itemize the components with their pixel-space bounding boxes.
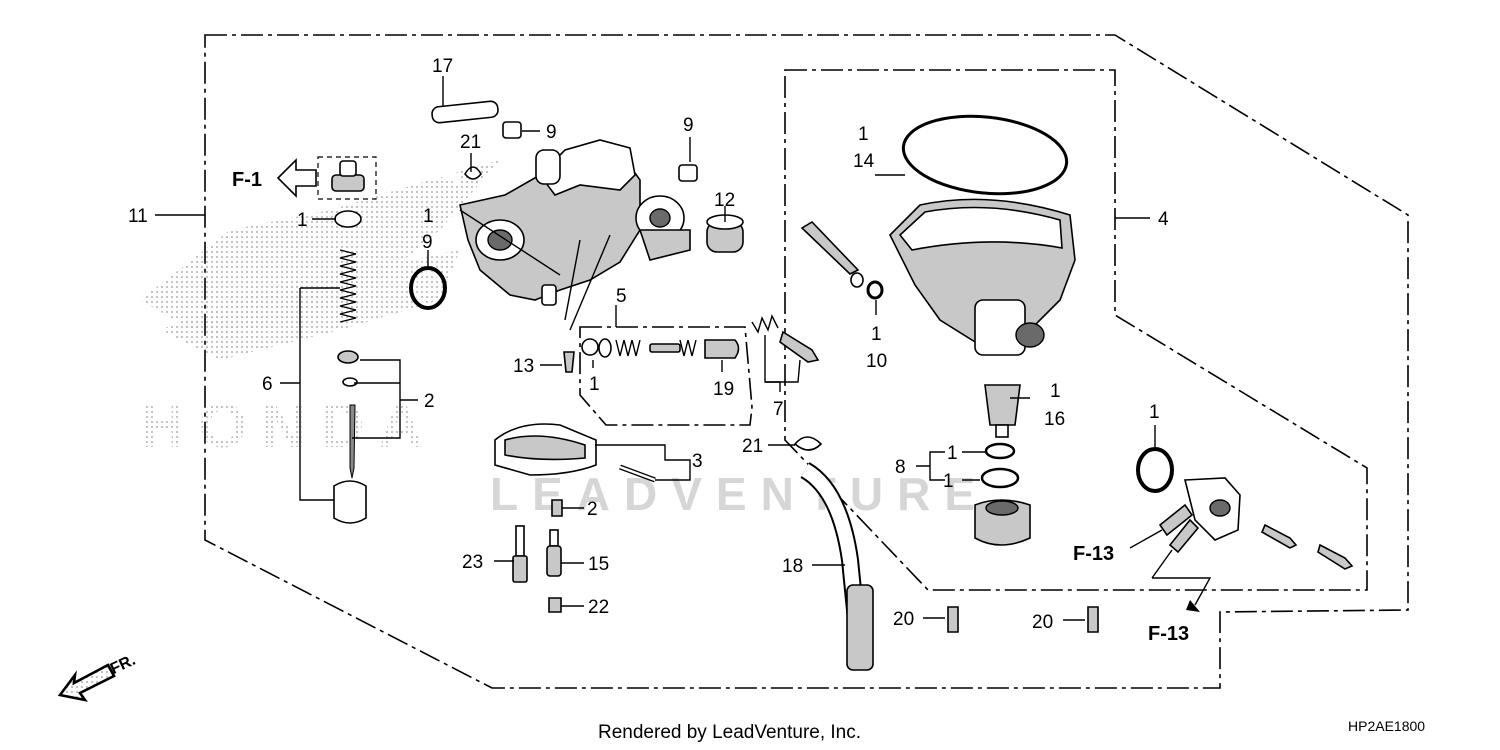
callout-1-pilot: 1	[589, 374, 600, 395]
f13-arrow-icon	[1186, 600, 1200, 612]
valve-kit-boundary	[579, 326, 753, 426]
callout-1-washer: 1	[297, 210, 308, 231]
diagram-code: HP2AE1800	[1348, 718, 1425, 734]
o-ring-1-right	[1136, 447, 1174, 493]
clamp-21-lower	[793, 436, 823, 451]
choke-plunger	[800, 220, 864, 288]
screw-right-b	[1317, 543, 1354, 570]
clip-plate	[337, 350, 359, 364]
callout-5: 5	[616, 286, 627, 307]
callout-19: 19	[713, 379, 734, 400]
callout-15: 15	[588, 554, 609, 575]
main-jet-2	[551, 499, 563, 517]
jet-holder-15	[546, 529, 562, 577]
carburetor-assembly-boundary	[204, 34, 1409, 689]
carburetor-body	[459, 139, 691, 306]
slow-jet-22	[548, 597, 562, 613]
bolt-20b	[1087, 606, 1099, 633]
callout-4: 4	[1158, 209, 1169, 230]
o-ring-8a	[984, 442, 1016, 460]
callout-8: 8	[895, 457, 906, 478]
idle-screw-7	[751, 314, 820, 363]
throttle-valve	[333, 480, 367, 524]
float-chamber	[889, 198, 1076, 356]
callout-9-oring: 9	[422, 232, 433, 253]
drain-tube-18	[800, 462, 874, 671]
honda-wing-watermark	[140, 160, 500, 360]
screw-13	[563, 351, 575, 373]
callout-13: 13	[513, 356, 534, 377]
callout-1-right: 1	[1149, 402, 1160, 423]
callout-12: 12	[714, 190, 735, 211]
f1-arrow-icon	[276, 158, 317, 198]
callout-9-top: 9	[546, 122, 557, 143]
callout-17: 17	[432, 56, 453, 77]
ref-front: FR.	[108, 652, 139, 678]
jet-needle	[349, 404, 356, 479]
callout-1-gasket: 1	[858, 124, 869, 145]
callout-20-right: 20	[1032, 612, 1053, 633]
brand-watermark: HONDA	[140, 392, 437, 461]
callout-22: 22	[588, 597, 609, 618]
footer-credit: Rendered by LeadVenture, Inc.	[598, 722, 861, 743]
fuel-hose-17	[385, 100, 499, 184]
callout-6: 6	[262, 374, 273, 395]
washer-1	[334, 210, 362, 228]
screw-right-a	[1260, 523, 1298, 549]
top-cap-box	[317, 156, 377, 200]
callout-1-filter: 1	[1050, 381, 1061, 402]
pilot-screw-set	[581, 338, 740, 359]
callout-7: 7	[773, 399, 784, 420]
callout-21-lower: 21	[742, 436, 763, 457]
needle-jet-23	[512, 525, 528, 583]
throttle-spring	[339, 249, 357, 323]
nut-9-top	[502, 121, 522, 139]
callout-2-jet: 2	[587, 499, 598, 520]
callout-1-oring: 1	[423, 206, 434, 227]
callout-18: 18	[782, 556, 803, 577]
callout-23: 23	[462, 552, 483, 573]
gasket-14	[901, 114, 1069, 196]
callout-3: 3	[692, 451, 703, 472]
ref-f1: F-1	[232, 169, 262, 191]
o-ring-8b	[980, 467, 1020, 489]
ref-f13-bottom: F-13	[1148, 623, 1189, 645]
callout-10: 10	[866, 351, 887, 372]
callout-labels: 17 21 9 9 12 1 14 4 11 1 1 9 5 13 1 19 7…	[128, 56, 1169, 633]
callout-1-chamber: 1	[871, 324, 882, 345]
callout-1-oring-b: 1	[943, 471, 954, 492]
callout-20-left: 20	[893, 609, 914, 630]
drain-plug	[974, 499, 1031, 546]
callout-21-top: 21	[460, 132, 481, 153]
callout-14: 14	[853, 151, 875, 172]
nut-9-right	[678, 164, 698, 182]
leader-lines	[155, 76, 1212, 621]
callout-16: 16	[1044, 409, 1065, 430]
top-cap	[331, 160, 365, 192]
ref-f13-left: F-13	[1073, 543, 1114, 565]
fuel-filter-16	[984, 384, 1021, 438]
float-3	[494, 423, 597, 476]
clamp-21-top	[464, 166, 482, 180]
leadventure-watermark: LEADVENTURE	[490, 468, 989, 520]
bolt-20a	[947, 606, 959, 633]
callout-1-oring-a: 1	[947, 443, 958, 464]
air-cutoff-cover	[1158, 477, 1241, 554]
callout-9-right: 9	[683, 115, 694, 136]
callout-2-left: 2	[424, 391, 435, 412]
front-arrow-icon	[57, 663, 116, 702]
o-ring-10	[866, 280, 884, 300]
clip	[342, 377, 358, 387]
callout-11: 11	[128, 206, 148, 227]
